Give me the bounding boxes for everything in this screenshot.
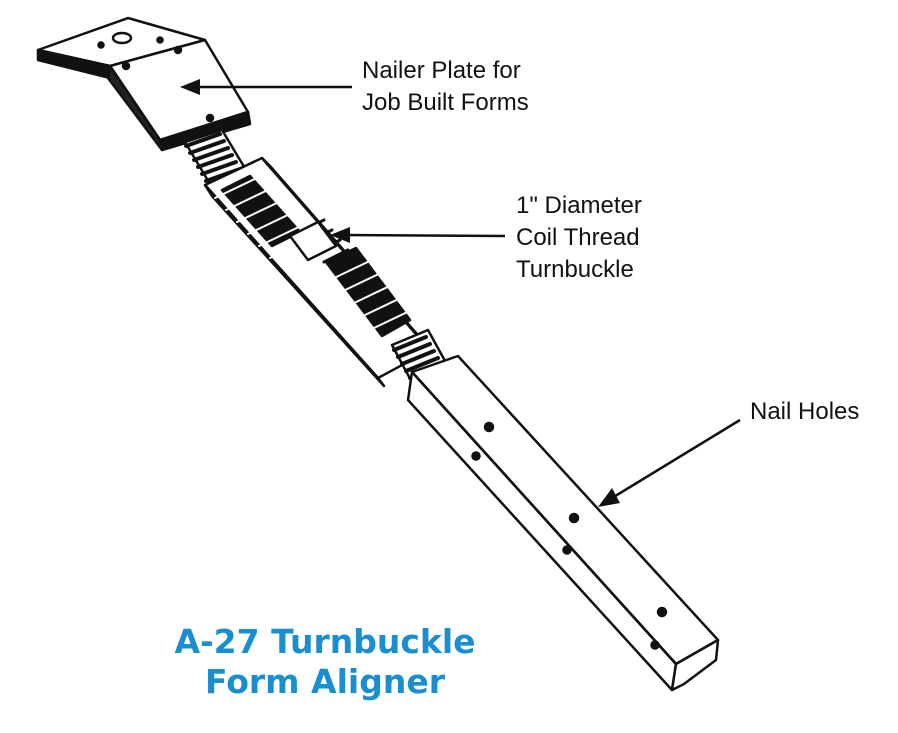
nail-hole bbox=[205, 113, 215, 123]
nail-hole bbox=[483, 421, 495, 433]
product-title-line-2: Form Aligner bbox=[205, 662, 445, 701]
nail-holes-label: Nail Holes bbox=[750, 398, 860, 425]
turnbuckle-label: 1" Diameter Coil Thread Turnbuckle bbox=[516, 190, 642, 286]
nail-hole bbox=[562, 545, 572, 555]
nail-hole bbox=[471, 451, 481, 461]
leader-arrow-nail-holes bbox=[598, 418, 741, 507]
nailer-plate-label-line-2: Job Built Forms bbox=[362, 89, 529, 116]
product-title: A-27 Turnbuckle Form Aligner bbox=[150, 622, 500, 702]
leader-arrow-nailer-plate bbox=[180, 79, 352, 95]
nail-hole bbox=[173, 45, 183, 55]
angle-channel bbox=[406, 354, 720, 692]
mounting-hole bbox=[111, 31, 133, 45]
turnbuckle-label-line-1: 1" Diameter bbox=[516, 192, 642, 219]
turnbuckle-body bbox=[203, 156, 440, 388]
leader-arrow-turnbuckle bbox=[330, 227, 506, 243]
nail-hole bbox=[97, 41, 105, 49]
nail-hole bbox=[656, 606, 668, 618]
turnbuckle-label-line-3: Turnbuckle bbox=[516, 256, 634, 283]
nail-hole bbox=[156, 36, 164, 44]
nail-hole bbox=[568, 512, 580, 524]
turnbuckle-label-line-2: Coil Thread bbox=[516, 224, 640, 251]
nailer-plate-label-line-1: Nailer Plate for bbox=[362, 57, 521, 84]
nail-hole bbox=[121, 61, 131, 71]
nailer-plate-label: Nailer Plate for Job Built Forms bbox=[362, 55, 529, 119]
nail-hole bbox=[650, 640, 660, 650]
product-title-line-1: A-27 Turnbuckle bbox=[174, 622, 476, 661]
nailer-plate bbox=[36, 16, 252, 152]
